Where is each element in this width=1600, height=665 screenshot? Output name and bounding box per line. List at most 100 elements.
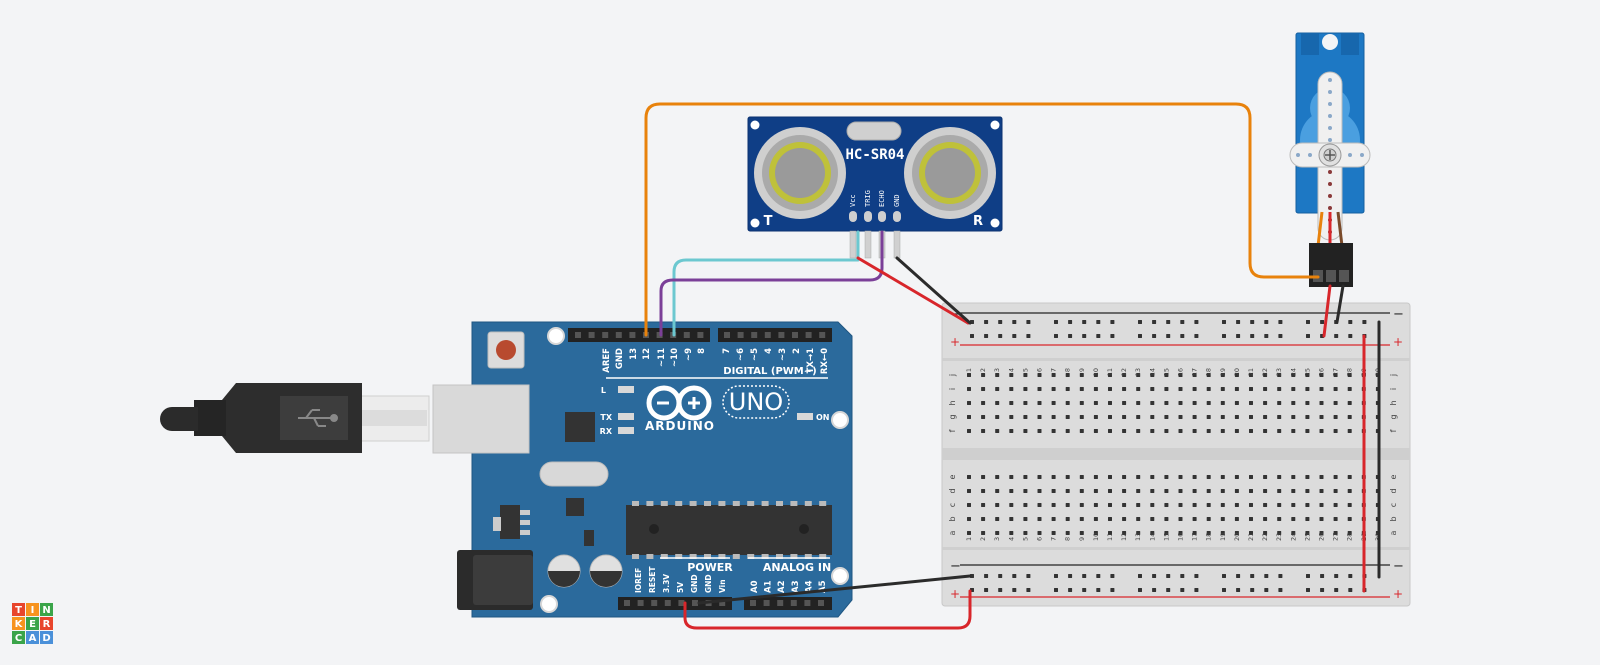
power-pin-label: GND — [690, 574, 699, 593]
logo-tile — [40, 617, 53, 630]
sensor-model-text: HC-SR04 — [845, 147, 904, 163]
column-number-label: 9 — [1078, 537, 1086, 541]
servo-horn-icon — [1289, 71, 1371, 241]
row-letter-label: j — [948, 374, 957, 377]
row-letter-label: i — [948, 388, 957, 390]
uno-badge — [722, 385, 790, 419]
sensor-pin-label: ECHO — [878, 190, 886, 207]
digital-pin-label: ~10 — [670, 348, 680, 367]
digital-pin-label: 12 — [642, 348, 652, 360]
digital-pin-label: 13 — [629, 348, 639, 360]
sensor-crystal-icon — [846, 121, 902, 141]
digital-pin-label: AREF — [602, 348, 612, 373]
usb-chip-icon — [565, 412, 595, 442]
row-letter-label: a — [948, 530, 957, 535]
digital-pin-label: 4 — [764, 348, 774, 354]
rail-minus-bottom-left: − — [950, 559, 961, 574]
usb-symbol-icon — [298, 409, 338, 427]
row-letter-label: b — [1389, 516, 1398, 521]
column-number-label: 5 — [1021, 537, 1029, 541]
digital-pin-label: TX→1 — [806, 348, 816, 373]
wire-black-gnd-rail — [895, 256, 972, 325]
column-number-label: 18 — [1205, 533, 1213, 541]
wire-black-servo-gnd — [1335, 284, 1345, 324]
column-number-label: 24 — [1289, 368, 1297, 376]
column-number-label: 14 — [1148, 533, 1156, 541]
row-letter-label: a — [1389, 530, 1398, 535]
servo-motor[interactable] — [1289, 32, 1371, 287]
logo-tile — [40, 631, 53, 644]
digital-pin-label: GND — [615, 348, 625, 369]
wire-orange-pin12-servo-signal — [644, 102, 1320, 337]
column-number-label: 25 — [1303, 368, 1311, 376]
logo-letter: I — [31, 605, 35, 616]
column-number-label: 10 — [1092, 533, 1100, 541]
usb-cable[interactable] — [160, 383, 530, 454]
logo-letter: K — [15, 619, 24, 630]
row-letter-label: f — [948, 429, 957, 432]
sensor-t-mark: T — [764, 214, 773, 229]
logo-tile — [12, 603, 25, 616]
digital-pin-label: 7 — [722, 348, 732, 354]
mount-hole-icon — [831, 411, 849, 429]
column-number-label: 15 — [1162, 533, 1170, 541]
power-pin-label: IOREF — [634, 568, 643, 593]
breadboard[interactable]: − + − + − + − + 112233445566778899101011… — [941, 302, 1411, 607]
column-number-label: 24 — [1289, 533, 1297, 541]
column-number-label: 1 — [965, 537, 973, 541]
power-pin-label: 5V — [676, 582, 685, 593]
column-number-label: 6 — [1036, 368, 1044, 372]
atmega-chip-icon — [626, 505, 832, 555]
power-pin-label: Vin — [718, 579, 727, 593]
row-letter-label: h — [1389, 400, 1398, 405]
digital-header-right[interactable] — [718, 328, 832, 342]
analog-in-label: ANALOG IN — [763, 561, 831, 574]
column-number-label: 12 — [1120, 368, 1128, 376]
wire-red-vcc-rail — [856, 256, 970, 325]
column-number-label: 19 — [1219, 533, 1227, 541]
column-number-label: 10 — [1092, 368, 1100, 376]
led-tx-label: TX — [600, 413, 612, 422]
mount-hole-icon — [547, 327, 565, 345]
logo-letter: R — [43, 619, 51, 630]
power-pin-label: GND — [704, 574, 713, 593]
digital-pin-label: 8 — [697, 348, 707, 354]
logo-letter: D — [42, 633, 50, 644]
wire-red-5v-arduino — [683, 589, 972, 630]
led-l-label: L — [601, 386, 606, 395]
logo-tile — [26, 617, 39, 630]
digital-pwm-label: DIGITAL (PWM~) — [723, 366, 816, 377]
analog-pin-label: A1 — [764, 580, 774, 593]
usb-port-icon — [432, 384, 530, 454]
power-header[interactable] — [618, 597, 732, 610]
column-number-label: 16 — [1177, 368, 1185, 376]
power-pin-label: 3.3V — [662, 574, 671, 593]
row-letter-label: c — [1389, 503, 1398, 507]
rail-plus-bottom-left: + — [950, 587, 960, 601]
column-number-label: 3 — [993, 537, 1001, 541]
digital-pin-label: ~5 — [750, 348, 760, 361]
logo-letter: C — [15, 633, 22, 644]
led-on-icon — [797, 413, 813, 420]
led-tx-icon — [618, 413, 634, 420]
logo-letter: E — [29, 619, 36, 630]
wire-black-gnd-arduino — [697, 574, 972, 605]
wires[interactable] — [644, 102, 1381, 630]
row-letter-label: d — [948, 488, 957, 493]
column-number-label: 22 — [1261, 368, 1269, 376]
column-number-label: 12 — [1120, 533, 1128, 541]
capacitor-icon — [589, 554, 623, 588]
receiver-icon — [904, 127, 996, 219]
power-label: POWER — [687, 561, 733, 574]
column-number-label: 11 — [1106, 368, 1114, 376]
rail-plus-top-right: + — [1393, 335, 1403, 349]
column-number-label: 18 — [1205, 368, 1213, 376]
breadboard-labels: 1122334455667788991010111112121313141415… — [948, 368, 1398, 541]
analog-pin-label: A5 — [818, 580, 828, 593]
breadboard-holes — [967, 320, 1380, 592]
sensor-pin-label: GND — [893, 194, 901, 207]
